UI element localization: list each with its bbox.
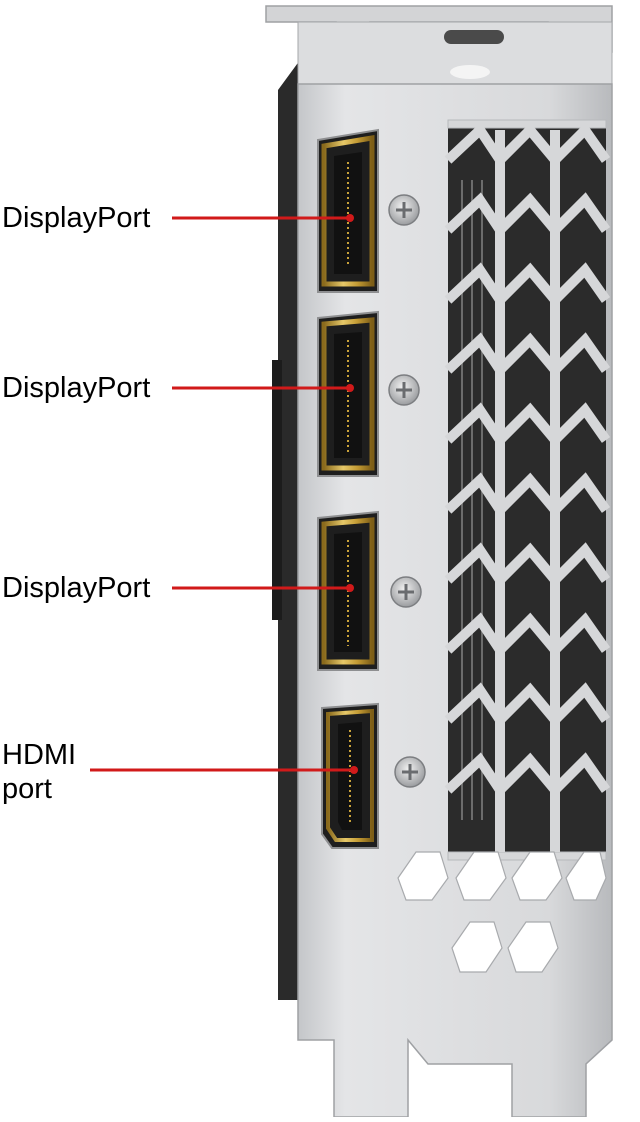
leader-dot-dp3 [346,584,354,592]
label-displayport-2: DisplayPort [2,372,151,404]
leader-lines [90,214,358,774]
leader-dot-dp1 [346,214,354,222]
bracket-top-flange [265,5,613,85]
bracket-screw-3 [390,576,422,608]
leader-dot-hdmi [350,766,358,774]
lower-vent-holes [397,851,607,973]
mounting-slot [444,30,504,44]
hdmi-connector [321,702,379,849]
card-body [272,60,300,1000]
bracket-screw-4 [394,756,426,788]
bracket-screw-2 [388,374,420,406]
leader-dot-dp2 [346,384,354,392]
displayport-2-connector [317,310,379,477]
vent-grille [444,119,611,861]
label-displayport-1: DisplayPort [2,202,151,234]
label-hdmi-line2: port [2,773,52,805]
displayport-1-connector [317,128,379,293]
bracket-screw-1 [388,194,420,226]
label-hdmi-line1: HDMI [2,739,77,771]
label-displayport-3: DisplayPort [2,572,151,604]
